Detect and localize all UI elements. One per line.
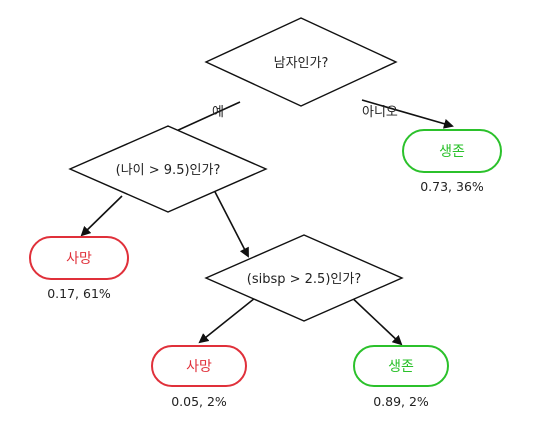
edge-age-to-sibsp <box>212 187 249 258</box>
leaf-death-adult-stats: 0.17, 61% <box>47 286 111 301</box>
leaf-death-adult: 사망 <box>29 236 129 280</box>
edge-label-no: 아니오 <box>362 105 398 120</box>
decision-node-sibsp-label: (sibsp > 2.5)인가? <box>247 272 361 287</box>
decision-node-root: 남자인가? <box>204 17 398 107</box>
decision-node-age-label: (나이 > 9.5)인가? <box>116 163 221 178</box>
leaf-survive-child-stats: 0.89, 2% <box>373 394 429 409</box>
decision-node-root-label: 남자인가? <box>274 56 329 71</box>
leaf-death-child-sibs-box <box>151 345 247 387</box>
decision-node-sibsp: (sibsp > 2.5)인가? <box>204 234 404 322</box>
edge-label-yes: 예 <box>212 105 224 120</box>
edge-root-to-survive <box>361 99 454 129</box>
leaf-survive-female-box <box>402 129 502 173</box>
leaf-death-child-sibs-stats: 0.05, 2% <box>171 394 227 409</box>
leaf-survive-female-label: 생존 <box>439 144 465 160</box>
leaf-survive-child: 생존 <box>353 345 449 387</box>
leaf-death-adult-label: 사망 <box>66 251 92 267</box>
leaf-survive-child-box <box>353 345 449 387</box>
leaf-survive-female-stats: 0.73, 36% <box>420 179 484 194</box>
edge-sibsp-to-death <box>198 293 261 344</box>
leaf-survive-child-label: 생존 <box>388 359 414 375</box>
leaf-death-child-sibs: 사망 <box>151 345 247 387</box>
leaf-death-child-sibs-label: 사망 <box>186 359 212 375</box>
edge-sibsp-to-survive <box>346 292 403 346</box>
edge-age-to-death <box>80 195 123 237</box>
decision-node-age: (나이 > 9.5)인가? <box>68 125 268 213</box>
leaf-survive-female: 생존 <box>402 129 502 173</box>
leaf-death-adult-box <box>29 236 129 280</box>
